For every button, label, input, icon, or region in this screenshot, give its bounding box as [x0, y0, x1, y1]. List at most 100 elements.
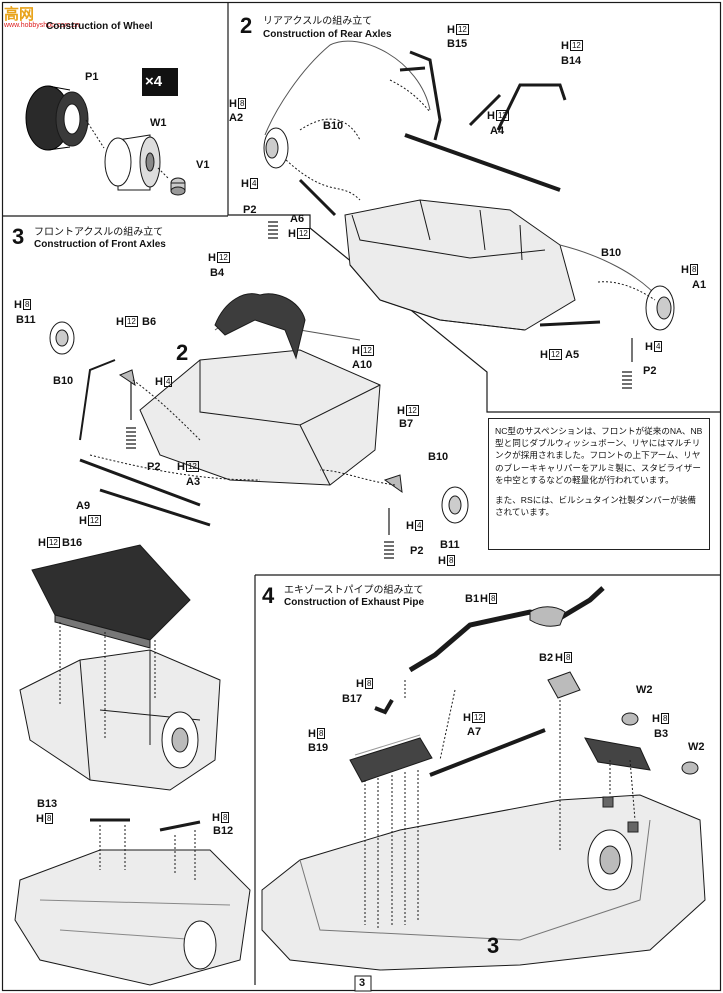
h-letter: H: [438, 555, 446, 567]
catalyst-b19: [349, 734, 433, 783]
h-letter: H: [155, 376, 163, 388]
runner-box: 4: [163, 376, 173, 387]
watermark-url: www.hobbyshop.com.cn: [4, 22, 80, 29]
h-letter: H: [241, 178, 249, 190]
runner-box: 12: [124, 316, 138, 327]
runner-box: 8: [446, 555, 456, 566]
runner-box: 8: [563, 652, 573, 663]
rear-hub-left: [263, 127, 289, 169]
rear-springs: [268, 221, 633, 389]
part-label-p2-front: P2: [147, 461, 161, 473]
part-label-a7: A7: [467, 726, 482, 738]
part-label-b15: B15: [447, 38, 468, 50]
underbody-drawing: [261, 794, 706, 971]
runner-box: 8: [364, 678, 374, 689]
h-letter: H: [229, 98, 237, 110]
part-label-p2-rear-right: P2: [643, 365, 657, 377]
part-label-v1: V1: [196, 159, 210, 171]
step4-title-en: Construction of Exhaust Pipe: [284, 597, 425, 608]
part-label-b10-front: B10: [53, 375, 74, 387]
h-letter: H: [288, 228, 296, 240]
runner-box: 12: [405, 405, 419, 416]
undertray-b16: [31, 544, 191, 649]
runner-box: 12: [360, 345, 374, 356]
part-label-b6: B6: [142, 316, 157, 328]
step4-title-jp: エキゾーストパイプの組み立て: [284, 585, 424, 596]
part-label-b11-right: B11: [440, 539, 460, 551]
h-letter: H: [352, 345, 360, 357]
h-letter: H: [177, 461, 185, 473]
part-label-w2-upper: W2: [636, 684, 653, 696]
h-letter: H: [645, 341, 653, 353]
h-letter: H: [79, 515, 87, 527]
ref-step2-marker: 2: [176, 340, 189, 365]
part-label-b2: B2: [539, 652, 554, 664]
runner-box: 12: [455, 24, 469, 35]
h-letter: H: [406, 520, 414, 532]
part-label-b4: B4: [210, 267, 225, 279]
step3-title-en: Construction of Front Axles: [34, 239, 166, 250]
part-label-p2-rear: P2: [243, 204, 257, 216]
wheel-drawing: [104, 134, 161, 191]
part-label-b19: B19: [308, 742, 329, 754]
front-hub-right: [441, 486, 469, 524]
upper-arm-b4: [214, 293, 306, 360]
part-label-w1: W1: [150, 117, 167, 129]
part-label-w2-lower: W2: [688, 741, 705, 753]
runner-box: 8: [22, 299, 32, 310]
runner-box: 4: [414, 520, 424, 531]
note-paragraph-2: また、RSには、ビルシュタイン社製ダンパーが装備されています。: [495, 495, 697, 518]
runner-box: 8: [237, 98, 247, 109]
runner-box: 12: [185, 461, 199, 472]
front-subframe-drawing: [19, 649, 221, 791]
runner-box: 12: [548, 349, 562, 360]
h-letter: H: [116, 316, 124, 328]
part-label-b11: B11: [16, 314, 36, 326]
h-letter: H: [561, 40, 569, 52]
part-label-b13: B13: [37, 798, 58, 810]
h-letter: H: [681, 264, 689, 276]
step4-number: 4: [262, 583, 275, 608]
part-label-a9: A9: [76, 500, 91, 512]
runner-box: 12: [46, 537, 60, 548]
part-label-b10-rear: B10: [323, 120, 344, 132]
mount-rubbers: [602, 796, 639, 833]
runner-box: 8: [660, 713, 670, 724]
watermark-chars: 高网: [4, 6, 35, 23]
step2-number: 2: [240, 13, 253, 38]
part-label-b16: B16: [62, 537, 83, 549]
page-number: 3: [359, 977, 366, 989]
runner-box: 12: [471, 712, 485, 723]
part-label-p1: P1: [85, 71, 99, 83]
h-letter: H: [652, 713, 660, 725]
h-letter: H: [308, 728, 316, 740]
tire-drawing: [25, 85, 89, 151]
part-label-b14: B14: [561, 55, 582, 67]
part-label-a2: A2: [229, 112, 244, 124]
h-letter: H: [480, 593, 488, 605]
part-label-p2-front-right: P2: [410, 545, 424, 557]
part-label-b12: B12: [213, 825, 234, 837]
part-label-b7: B7: [399, 418, 414, 430]
part-label-a4: A4: [490, 125, 505, 137]
rear-chassis-drawing: [264, 40, 661, 331]
part-label-b17: B17: [342, 693, 363, 705]
